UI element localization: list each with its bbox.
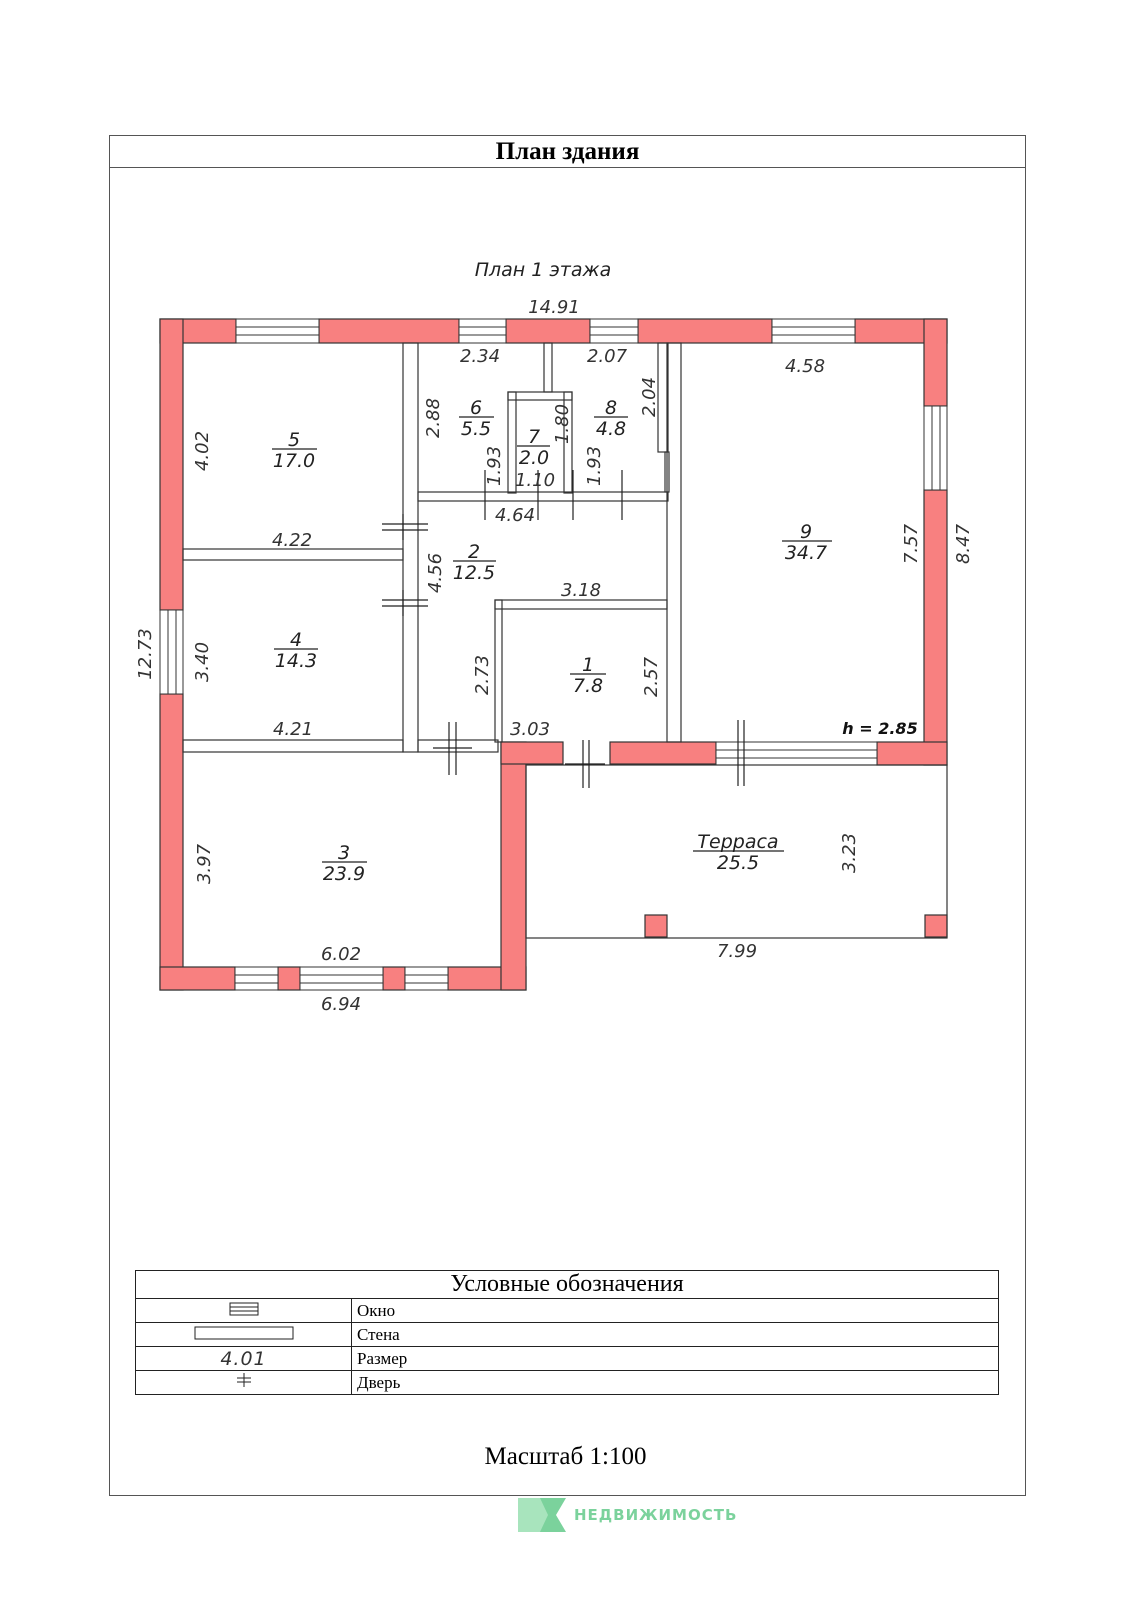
room-number: 5 [288,429,300,451]
room-area: 4.8 [596,418,626,440]
legend-header: Условные обозначения [135,1270,999,1299]
wall-symbol-icon [194,1326,293,1339]
room-area: 23.9 [323,863,365,885]
room-number: 9 [800,521,812,543]
floor-plan: План 1 этажа h = 2.85 5 17.0 6 5.5 7 2.0… [135,259,974,1015]
legend-row: Дверь [135,1370,999,1395]
dimension-label: 2.73 [472,655,493,695]
legend-row: Стена [135,1322,999,1347]
legend-table: Условные обозначения Окно Стена 4.01 Раз… [135,1270,999,1395]
doors [382,470,745,788]
dimension-label: 6.94 [321,994,361,1015]
legend-label: Дверь [351,1370,999,1395]
scale-label: Масштаб 1:100 [484,1443,647,1470]
dimension-label: 4.02 [192,431,213,471]
dimension-label: 2.07 [587,346,628,367]
dimension-label: 3.23 [839,833,860,873]
room-number: 6 [470,397,482,419]
legend-title: Условные обозначения [135,1270,999,1299]
watermark-text: НЕДВИЖИМОСТЬ [574,1506,738,1524]
room-area: 34.7 [785,542,827,564]
room-area: 12.5 [453,562,495,584]
dimension-label: 2.04 [639,377,660,417]
room-area: 5.5 [461,418,491,440]
dimension-label: 2.34 [460,346,500,367]
dimension-label: 4.22 [272,530,312,551]
dimension-label: 14.91 [528,297,580,318]
floor-title: План 1 этажа [475,259,612,281]
drawing-title: План здания [109,135,1026,168]
interior-walls [182,342,948,939]
dimension-label: 4.58 [785,356,825,377]
dimension-label: 4.56 [425,553,446,593]
dimension-label: 3.03 [510,719,550,740]
room-number: 7 [528,426,540,448]
window-symbol-icon [229,1302,258,1315]
room-number: 3 [338,842,350,864]
dimension-label: 4.64 [495,505,535,526]
legend-label: Окно [351,1298,999,1323]
dimension-label: 2.57 [641,656,662,697]
dimension-label: 1.93 [584,446,605,486]
room-number: 2 [468,541,480,563]
legend-row: 4.01 Размер [135,1346,999,1371]
dimension-label: 1.10 [515,470,555,491]
room-area: 14.3 [275,650,317,672]
room-number: 4 [290,629,302,651]
dimension-label: 6.02 [321,944,361,965]
legend-label: Размер [351,1346,999,1371]
dimension-label: 2.88 [423,398,444,438]
dimension-label: 8.47 [953,523,974,564]
ceiling-height: h = 2.85 [842,719,917,738]
dimension-label: 7.99 [717,941,757,962]
legend-label: Стена [351,1322,999,1347]
dimension-symbol: 4.01 [135,1346,352,1371]
dimension-label: 3.18 [561,580,601,601]
room-area: 7.8 [573,675,603,697]
room-area: 25.5 [717,852,759,874]
dimension-label: 3.97 [194,843,215,884]
room-number: 1 [582,654,594,676]
room-number: Терраса [697,831,778,853]
dimension-label: 4.21 [273,719,313,740]
windows [159,318,948,991]
watermark-logo-icon [518,1498,566,1532]
room-area: 17.0 [273,450,315,472]
dimension-label: 7.57 [901,523,922,564]
dimension-label: 1.80 [552,404,573,444]
dimension-label: 12.73 [135,628,156,680]
room-area: 2.0 [519,447,549,469]
door-symbol-icon [236,1373,251,1387]
room-number: 8 [605,397,617,419]
watermark: НЕДВИЖИМОСТЬ [518,1498,737,1532]
dimension-label: 1.93 [484,446,505,486]
dimension-label: 3.40 [192,642,213,682]
legend-row: Окно [135,1298,999,1323]
drawing-frame [109,135,1026,1496]
